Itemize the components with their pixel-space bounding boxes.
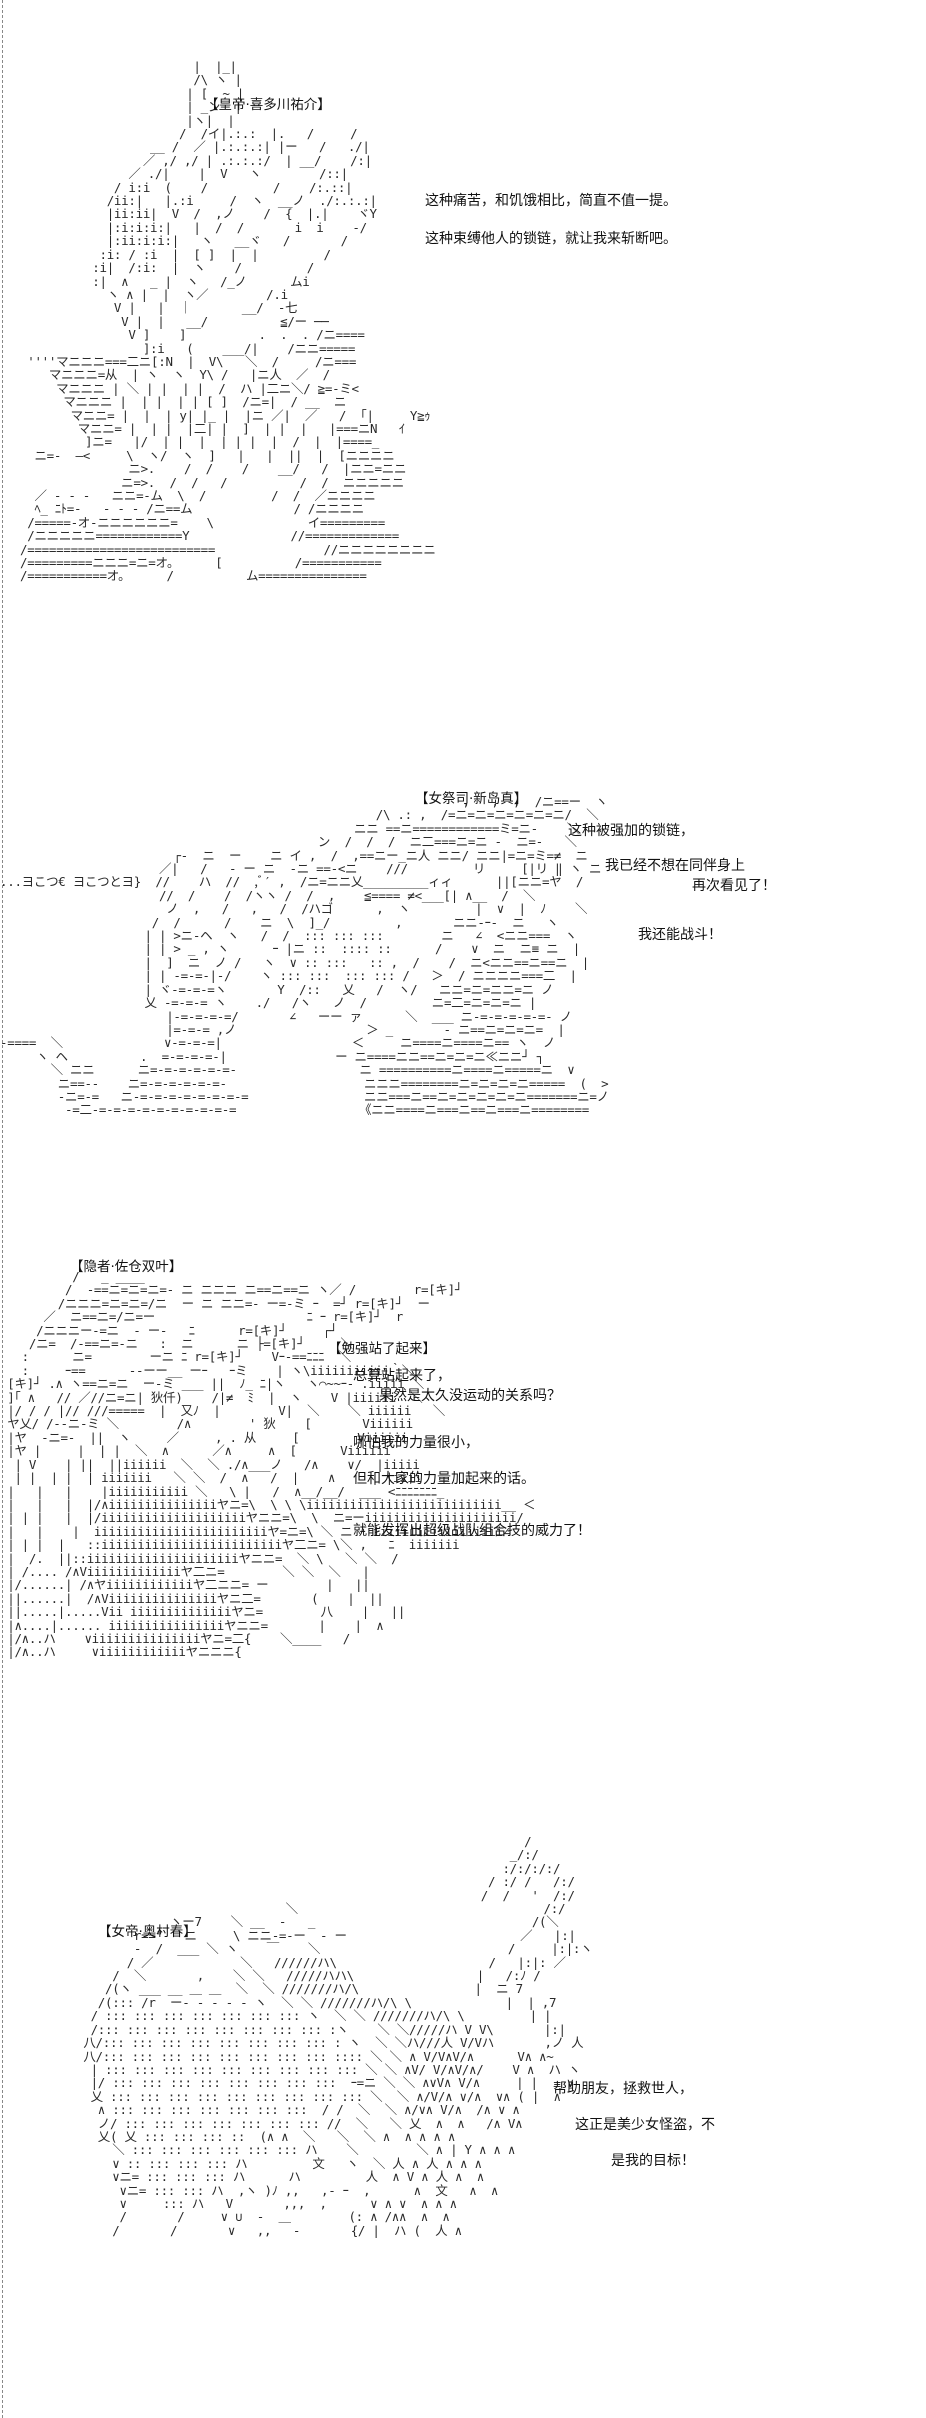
dialogue-line: 是我的目标！ (611, 2153, 695, 2169)
dialogue-line: 但和大家的力量加起来的话。 (353, 1471, 535, 1487)
dialogue-line: 这正是美少女怪盗，不 (575, 2117, 715, 2133)
ascii-art-makoto: , , , /ニ==ー ヽ /\ .: , /=ニ=ニ=ニ=ニ=ニ=ニ/ ＼ ニ… (0, 794, 609, 1118)
dialogue-line: 总算站起来了， (353, 1368, 451, 1384)
panel-empress: / _/:/ :/:/:/:/ (0, 1830, 926, 2418)
page-edge-dashed-line (2, 0, 3, 2418)
panel-emperor: | |_| /\ ヽ | | [ ~ | | _ン | |ヽ| | / /イ|.… (0, 0, 926, 760)
ascii-art-yusuke: | |_| /\ ヽ | | [ ~ | | _ン | |ヽ| | / /イ|.… (20, 59, 436, 584)
action-note: 【勉强站了起来】 (328, 1341, 436, 1357)
dialogue-line: 我已经不想在同伴身上 (605, 858, 745, 874)
ascii-art-haru: / _/:/ :/:/:/:/ (83, 1834, 593, 2238)
dialogue-line: 果然是太久没运动的关系吗？ (379, 1388, 561, 1404)
character-name-haru: 【女帝·奥村春】 (98, 1924, 197, 1940)
character-name-yusuke: 【皇帝·喜多川祐介】 (205, 97, 331, 113)
dialogue-line: 这种束缚他人的锁链，就让我来斩断吧。 (425, 231, 677, 247)
dialogue-line: 就能发挥出超级战队组合技的威力了！ (353, 1523, 591, 1539)
dialogue-line: 帮助朋友，拯救世人， (553, 2081, 693, 2097)
dialogue-line: 哪怕我的力量很小， (353, 1435, 479, 1451)
dialogue-line: 我还能战斗！ (638, 927, 722, 943)
dialogue-line: 这种痛苦，和饥饿相比，简直不值一提。 (425, 193, 677, 209)
character-name-makoto: 【女祭司·新岛真】 (415, 791, 528, 807)
panel-hermit: / _ ____ / -==ニ=ニ=ニ=‐ ニ ニニニ ニ==ニ==ニ ヽ／ /… (0, 1240, 926, 1820)
dialogue-line: 再次看见了！ (692, 878, 776, 894)
ascii-art-futaba: / _ ____ / -==ニ=ニ=ニ=‐ ニ ニニニ ニ==ニ==ニ ヽ／ /… (7, 1269, 536, 1660)
character-name-futaba: 【隐者·佐仓双叶】 (70, 1259, 183, 1275)
dialogue-line: 这种被强加的锁链， (568, 823, 694, 839)
panel-priestess: , , , /ニ==ー ヽ /\ .: , /=ニ=ニ=ニ=ニ=ニ=ニ/ ＼ ニ… (0, 760, 926, 1240)
